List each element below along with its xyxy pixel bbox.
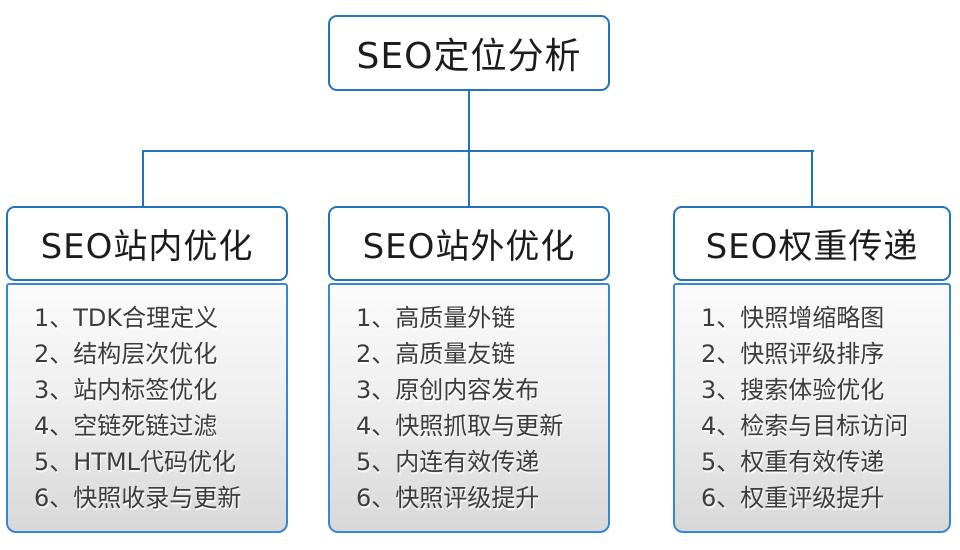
column-header-onsite-optimization: SEO站内优化	[6, 206, 288, 281]
list-item: 3、站内标签优化	[34, 376, 218, 404]
connector-root-stem	[468, 91, 470, 151]
column-header-weight-transfer: SEO权重传递	[673, 206, 951, 281]
list-item: 4、检索与目标访问	[701, 412, 909, 440]
list-item: 5、权重有效传递	[701, 448, 885, 476]
list-item: 4、空链死链过滤	[34, 412, 218, 440]
list-item: 5、HTML代码优化	[34, 448, 237, 476]
list-item: 3、原创内容发布	[356, 376, 540, 404]
list-item: 6、权重评级提升	[701, 484, 885, 512]
connector-drop-left	[142, 150, 144, 207]
list-item: 5、内连有效传递	[356, 448, 540, 476]
list-item: 6、快照评级提升	[356, 484, 540, 512]
list-item: 2、结构层次优化	[34, 340, 218, 368]
connector-drop-right	[811, 150, 813, 207]
list-item: 2、高质量友链	[356, 340, 516, 368]
list-item: 3、搜索体验优化	[701, 376, 885, 404]
list-item: 1、快照增缩略图	[701, 304, 885, 332]
list-item: 1、TDK合理定义	[34, 304, 219, 332]
list-item: 1、高质量外链	[356, 304, 516, 332]
list-item: 2、快照评级排序	[701, 340, 885, 368]
connector-drop-middle	[468, 150, 470, 207]
list-item: 6、快照收录与更新	[34, 484, 242, 512]
list-item: 4、快照抓取与更新	[356, 412, 564, 440]
root-node-seo-positioning: SEO定位分析	[328, 15, 610, 91]
list-box-onsite: 1、TDK合理定义 2、结构层次优化 3、站内标签优化 4、空链死链过滤 5、H…	[6, 283, 288, 533]
list-box-offsite: 1、高质量外链 2、高质量友链 3、原创内容发布 4、快照抓取与更新 5、内连有…	[328, 283, 610, 533]
list-box-weight-transfer: 1、快照增缩略图 2、快照评级排序 3、搜索体验优化 4、检索与目标访问 5、权…	[673, 283, 951, 533]
column-header-offsite-optimization: SEO站外优化	[328, 206, 610, 281]
connector-horizontal-bar	[142, 150, 814, 152]
